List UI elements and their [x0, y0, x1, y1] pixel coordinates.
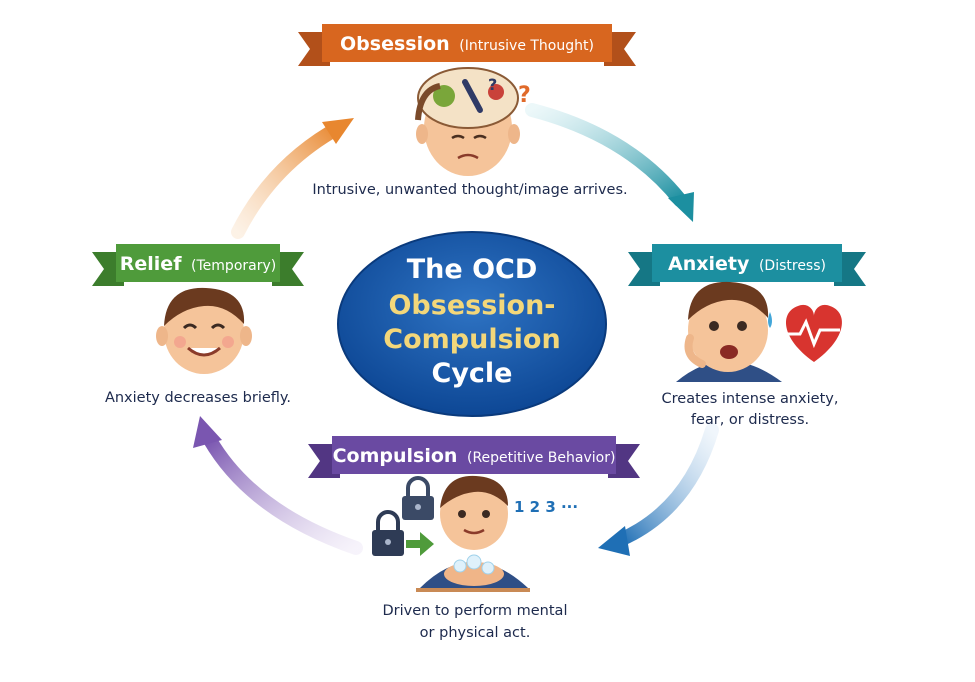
- distressed-person-icon: [676, 281, 782, 382]
- compulsion-description-line1: Driven to perform mental: [383, 603, 568, 619]
- svg-text:?: ?: [518, 83, 531, 108]
- compulsion-description-line2: or physical act.: [420, 625, 531, 641]
- compulsion-label: Compulsion (Repetitive Behavior): [333, 445, 616, 467]
- anxiety-description-line2: fear, or distress.: [691, 412, 809, 428]
- center-title-line3: Compulsion: [383, 324, 560, 355]
- obsession-label: Obsession (Intrusive Thought): [340, 33, 594, 55]
- relief-label: Relief (Temporary): [120, 253, 276, 275]
- brain-thoughts-icon: ? ?: [415, 67, 531, 176]
- arrow-relief-to-obsession: [231, 118, 354, 239]
- counter-text: 1 2 3 ···: [514, 498, 578, 516]
- padlock-icon: [372, 476, 434, 556]
- anxiety-description-line1: Creates intense anxiety,: [662, 391, 839, 407]
- arrow-obsession-to-anxiety: [525, 103, 694, 222]
- center-title-line1: The OCD: [407, 254, 538, 285]
- center-title-line4: Cycle: [432, 358, 513, 389]
- heart-pulse-icon: [786, 304, 842, 362]
- obsession-ribbon: Obsession (Intrusive Thought): [298, 24, 636, 66]
- compulsion-ribbon: Compulsion (Repetitive Behavior): [308, 436, 640, 478]
- arrow-compulsion-to-relief: [193, 416, 363, 555]
- anxiety-ribbon: Anxiety (Distress): [628, 244, 866, 286]
- center-title-line2: Obsession-: [388, 290, 555, 321]
- anxiety-label: Anxiety (Distress): [668, 253, 826, 275]
- center-title-oval: The OCD Obsession- Compulsion Cycle: [337, 231, 607, 417]
- hand-washing-person-icon: [416, 475, 530, 592]
- smiling-person-icon: [156, 287, 252, 374]
- arrow-anxiety-to-compulsion: [598, 423, 719, 556]
- relief-ribbon: Relief (Temporary): [92, 244, 304, 286]
- svg-text:?: ?: [488, 75, 497, 94]
- relief-description: Anxiety decreases briefly.: [105, 390, 291, 406]
- obsession-description: Intrusive, unwanted thought/image arrive…: [312, 182, 627, 198]
